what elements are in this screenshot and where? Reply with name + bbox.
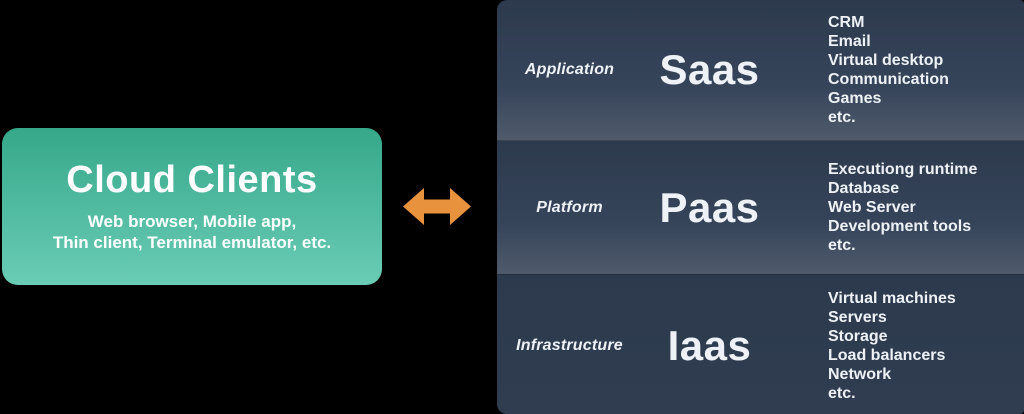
cloud-clients-box: Cloud Clients Web browser, Mobile app, T… [2, 128, 382, 285]
arrow-shape [403, 188, 471, 225]
list-item: Virtual machines [828, 289, 956, 307]
subtitle-line-2: Thin client, Terminal emulator, etc. [52, 232, 332, 252]
list-item: Network [828, 365, 892, 383]
list-item: etc. [828, 384, 856, 402]
row-items-paas: Executiong runtime Database Web Server D… [777, 160, 1024, 255]
row-acronym-paas: Paas [659, 183, 760, 231]
list-item: Email [828, 33, 871, 50]
list-item: Database [828, 180, 900, 197]
row-items-saas: CRM Email Virtual desktop Communication … [777, 13, 1024, 127]
stack-row-platform: Platform Paas Executiong runtime Databas… [497, 140, 1024, 274]
row-label-infrastructure: Infrastructure [516, 336, 623, 354]
list-item: Load balancers [828, 346, 946, 364]
subtitle-line-1: Web browser, Mobile app, [87, 211, 297, 231]
list-item: Games [828, 90, 882, 107]
list-item: Development tools [828, 218, 972, 235]
double-headed-arrow-icon [403, 186, 471, 227]
cloud-clients-subtitle: Web browser, Mobile app, Thin client, Te… [53, 211, 331, 253]
row-acronym-saas: Saas [659, 46, 760, 93]
list-item: Servers [828, 308, 887, 326]
stack-row-application: Application Saas CRM Email Virtual deskt… [497, 0, 1024, 140]
row-acronym-iaas: Iaas [667, 321, 752, 369]
list-item: etc. [828, 109, 856, 126]
service-stack-panel: Application Saas CRM Email Virtual deskt… [497, 0, 1024, 414]
cloud-clients-title: Cloud Clients [66, 159, 318, 202]
list-item: etc. [828, 237, 856, 254]
row-items-iaas: Virtual machines Servers Storage Load ba… [777, 289, 1024, 403]
stack-row-infrastructure: Infrastructure Iaas Virtual machines Ser… [497, 274, 1024, 414]
row-label-platform: Platform [536, 198, 603, 216]
list-item: Storage [828, 327, 888, 345]
list-item: Virtual desktop [828, 52, 944, 69]
list-item: CRM [828, 14, 865, 31]
list-item: Executiong runtime [828, 161, 978, 178]
list-item: Web Server [828, 199, 916, 216]
row-label-application: Application [524, 61, 615, 78]
list-item: Communication [828, 71, 949, 88]
